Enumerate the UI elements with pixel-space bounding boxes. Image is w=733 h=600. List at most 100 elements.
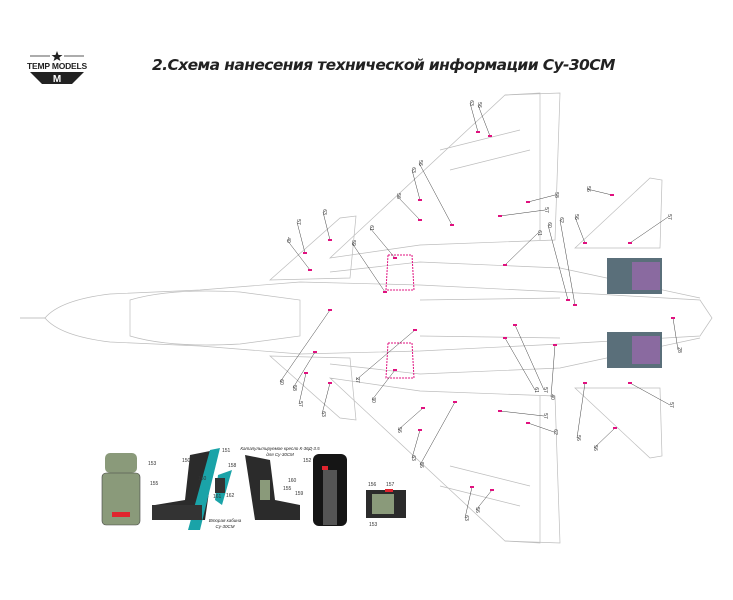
callout-number: 60 [546, 222, 552, 228]
leader-line [547, 224, 569, 301]
marking [498, 215, 502, 217]
callout: 57 [513, 324, 548, 393]
leader-line [475, 489, 493, 511]
marking [613, 427, 617, 429]
seat-callout-number: 153 [369, 522, 378, 528]
callout-number: 58 [553, 192, 559, 198]
marking [421, 407, 425, 409]
marking [476, 131, 480, 133]
leader-line [504, 337, 536, 391]
callout-number: 57 [297, 401, 303, 407]
callout-number: 57 [295, 219, 301, 225]
callout: 58 [291, 351, 317, 391]
seat-callout-number: 159 [295, 491, 304, 497]
marking [513, 324, 517, 326]
callout: 63 [463, 486, 474, 521]
callout: 60 [278, 309, 332, 385]
seat-callout-number: 155 [150, 481, 159, 487]
callout: 57 [628, 214, 672, 244]
leader-line [321, 382, 331, 415]
callout-number: 40 [549, 394, 555, 400]
leader-line [550, 344, 556, 398]
callout-number: 57 [542, 387, 548, 393]
callout: 62 [558, 217, 577, 306]
callout: 56 [585, 186, 614, 196]
callout: 56 [575, 382, 587, 441]
callout: 60 [546, 222, 570, 301]
ejection-seat-front [101, 453, 141, 526]
marking [566, 299, 570, 301]
leader-line [629, 216, 669, 244]
svg-text:M: M [53, 74, 61, 85]
marking [573, 304, 577, 306]
cockpit-caption-line2: Су-30СМ [215, 523, 235, 529]
callout-number: 57 [666, 214, 672, 220]
seat-callout-number: 151 [222, 448, 231, 454]
callout-number: 56 [575, 435, 581, 441]
seat-callout-number: 150 [182, 458, 191, 464]
leader-line [504, 232, 539, 266]
seat-callout-number: 152 [303, 458, 312, 464]
ejection-seat-rear [313, 454, 347, 526]
callout-number: 56 [585, 186, 591, 192]
leader-line [514, 324, 545, 391]
leader-line [411, 429, 421, 459]
callout-number: 63 [321, 209, 327, 215]
callout-number: 62 [558, 217, 564, 223]
callout: 62 [526, 422, 558, 435]
leader-line [499, 410, 545, 417]
ejection-seat-side [152, 448, 220, 530]
seat-callout-number: 157 [386, 482, 395, 488]
ejection-seat-side-mirrored [245, 455, 300, 520]
marking [303, 252, 307, 254]
leader-line [286, 239, 311, 271]
marking [450, 224, 454, 226]
marking [671, 317, 675, 319]
marking [393, 257, 397, 259]
callout: 56 [396, 407, 425, 433]
marking [553, 344, 557, 346]
seat-caption-line1: Катапультируемое кресло К-36Д-3.5 [240, 446, 320, 451]
leader-line [477, 104, 491, 137]
callout: 56 [417, 160, 454, 226]
seat-callout-number: 161 [213, 494, 222, 500]
leader-line [464, 486, 473, 519]
marking [628, 382, 632, 384]
leader-line [576, 382, 586, 439]
callout-number: 57 [668, 402, 674, 408]
seat-callout-number: 153 [148, 461, 157, 467]
callout: 63 [468, 100, 480, 133]
leader-line [411, 169, 421, 201]
callout: 61 [503, 230, 542, 266]
callout: 57 [295, 219, 307, 254]
leader-line [397, 407, 424, 431]
callout-number: 62 [552, 429, 558, 435]
aircraft-outline [44, 92, 713, 544]
callout: 58 [526, 192, 559, 203]
leader-line [296, 221, 306, 254]
leader-line [629, 382, 671, 406]
leader-line [355, 329, 416, 381]
seat-callout-number: 160 [288, 478, 297, 484]
seat-callout-number: 155 [283, 486, 292, 492]
callout: 63 [410, 429, 422, 461]
callout-number: 63 [320, 411, 326, 417]
marking [490, 489, 494, 491]
temp-models-logo: M TEMP MODELS [22, 50, 92, 91]
leader-line [419, 401, 456, 466]
callout: 61 [503, 337, 539, 393]
marking [470, 486, 474, 488]
callout-number: 63 [463, 515, 469, 521]
marking [418, 219, 422, 221]
callout-number: 40 [285, 237, 291, 243]
marking [393, 369, 397, 371]
leader-line [322, 211, 331, 241]
callout-number: 57 [543, 207, 549, 213]
callout-number: 60 [278, 379, 284, 385]
seat-caption-line2: для Су-30СМ [266, 451, 294, 457]
callout: 56 [395, 193, 422, 221]
seat-callout-number: 158 [228, 463, 237, 469]
